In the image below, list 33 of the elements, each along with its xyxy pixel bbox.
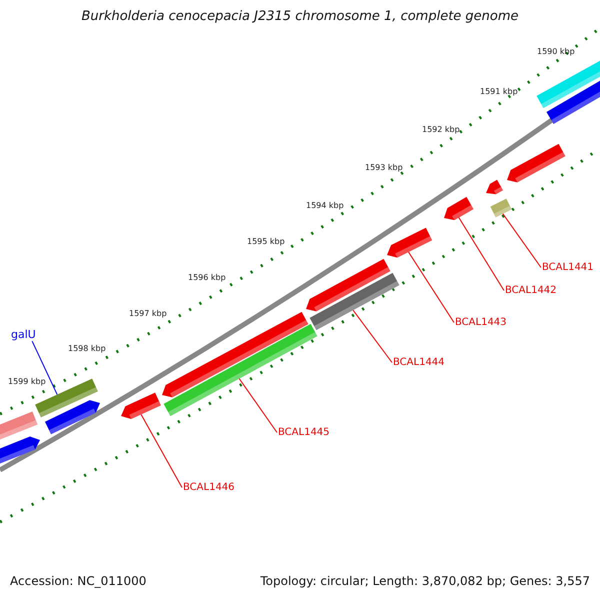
gene-label: BCAL1444 [393,357,445,368]
gene-label: BCAL1441 [542,262,594,273]
scale-label: 1599 kbp [8,378,46,387]
scale-label: 1595 kbp [247,238,285,247]
scale-label: 1591 kbp [480,88,518,97]
gene-label: BCAL1442 [505,285,557,296]
accession-text: Accession: NC_011000 [10,575,146,588]
diagram-title: Burkholderia cenocepacia J2315 chromosome 1, complete genome [80,10,520,24]
scale-label: 1596 kbp [188,274,226,283]
gene-label: BCAL1445 [278,427,330,438]
scale-label: 1598 kbp [68,345,106,354]
gene-feature [121,392,161,420]
gene-label: BCAL1446 [183,482,235,493]
gene-feature [164,324,318,416]
scale-label: 1593 kbp [365,164,403,173]
leader-line [32,340,58,396]
leader-line [352,310,392,363]
scale-label: 1597 kbp [129,310,167,319]
scale-label: 1590 kbp [537,48,575,57]
gene-label: galU [11,329,36,342]
gene-feature [490,198,512,218]
gene-feature [310,272,400,330]
gene-feature [387,228,432,258]
leader-line [458,217,504,291]
leader-line [408,252,454,323]
leader-line [140,414,182,488]
scale-label: 1592 kbp [422,126,460,135]
genome-info-text: Topology: circular; Length: 3,870,082 bp; Genes: 3,557 [260,575,590,588]
leader-line [502,213,542,268]
scale-label: 1594 kbp [306,202,344,211]
leader-line [238,378,278,433]
gene-feature [444,196,474,220]
gene-label: BCAL1443 [455,317,507,328]
